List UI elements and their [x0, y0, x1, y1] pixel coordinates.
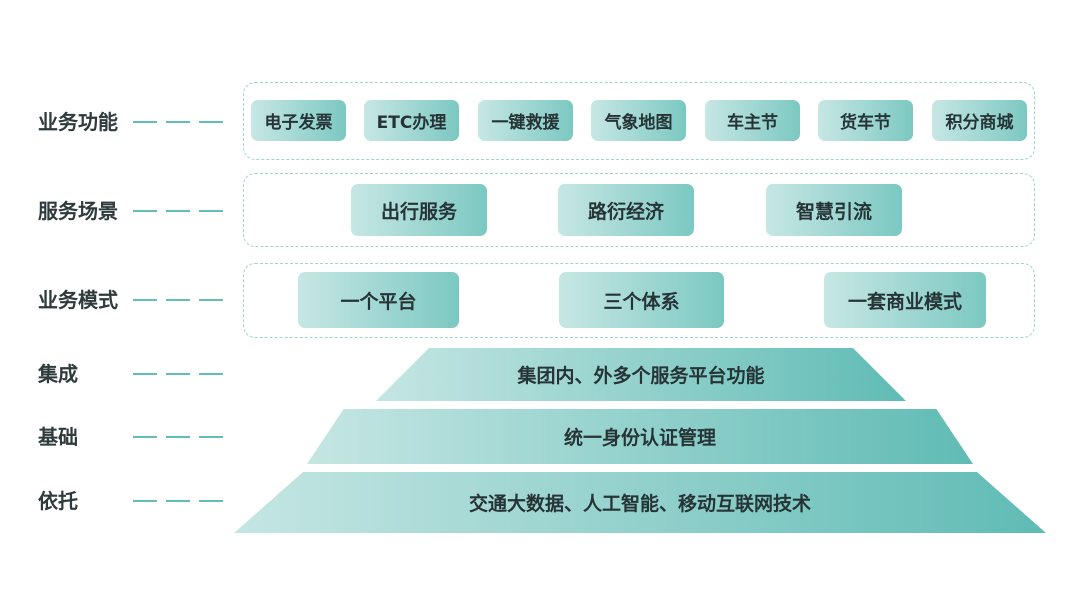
- pyramid-tier-foundation: 统一身份认证管理: [307, 409, 973, 464]
- scenario-pill-travel: 出行服务: [351, 184, 487, 236]
- model-pill-one-platform: 一个平台: [298, 272, 459, 328]
- connector-integration: [133, 373, 223, 375]
- service-scenarios-group: [243, 173, 1035, 247]
- connector-business-model: [133, 299, 223, 301]
- label-integration: 集成: [38, 362, 78, 386]
- business-model-group: [243, 263, 1035, 338]
- pyramid-tier-integration: 集团内、外多个服务平台功能: [376, 348, 906, 401]
- function-pill-rescue: 一键救援: [478, 100, 573, 141]
- business-functions-group: [243, 82, 1035, 160]
- scenario-pill-road-economy: 路衍经济: [558, 184, 694, 236]
- model-pill-business-model: 一套商业模式: [824, 272, 986, 328]
- function-pill-weather-map: 气象地图: [591, 100, 686, 141]
- label-business-functions: 业务功能: [38, 110, 118, 134]
- connector-foundation: [133, 436, 223, 438]
- label-service-scenarios: 服务场景: [38, 199, 118, 223]
- connector-support: [133, 500, 223, 502]
- connector-business-functions: [133, 121, 223, 123]
- function-pill-owner-festival: 车主节: [705, 100, 800, 141]
- label-support: 依托: [38, 489, 78, 513]
- pyramid-tier-support: 交通大数据、人工智能、移动互联网技术: [234, 472, 1046, 533]
- label-foundation: 基础: [38, 425, 78, 449]
- function-pill-points-mall: 积分商城: [932, 100, 1027, 141]
- function-pill-etc: ETC办理: [364, 100, 459, 141]
- model-pill-three-systems: 三个体系: [559, 272, 724, 328]
- function-pill-e-invoice: 电子发票: [251, 100, 346, 141]
- label-business-model: 业务模式: [38, 288, 118, 312]
- scenario-pill-smart-traffic: 智慧引流: [766, 184, 902, 236]
- connector-service-scenarios: [133, 210, 223, 212]
- function-pill-truck-festival: 货车节: [818, 100, 913, 141]
